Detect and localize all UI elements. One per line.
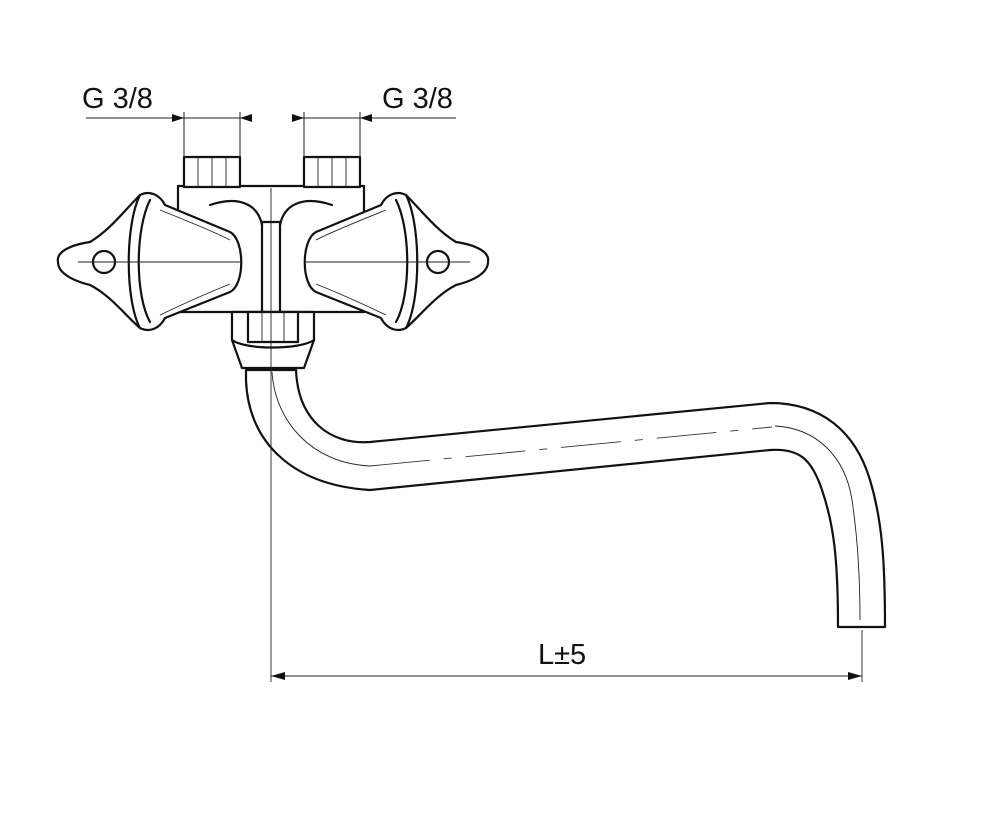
- right-inlet-dimension: [292, 112, 456, 158]
- left-inlet-dimension: [86, 112, 252, 158]
- swivel-nut: [230, 310, 316, 370]
- left-inlet-nipple: [182, 155, 242, 189]
- right-inlet-label: G 3/8: [382, 83, 453, 115]
- spout-length-dimension: [271, 672, 862, 680]
- left-inlet-label: G 3/8: [82, 83, 153, 115]
- spout-length-label: L±5: [538, 639, 586, 671]
- right-inlet-nipple: [302, 155, 362, 189]
- right-handle: [303, 191, 490, 332]
- spout: [244, 368, 887, 629]
- left-handle: [56, 191, 243, 332]
